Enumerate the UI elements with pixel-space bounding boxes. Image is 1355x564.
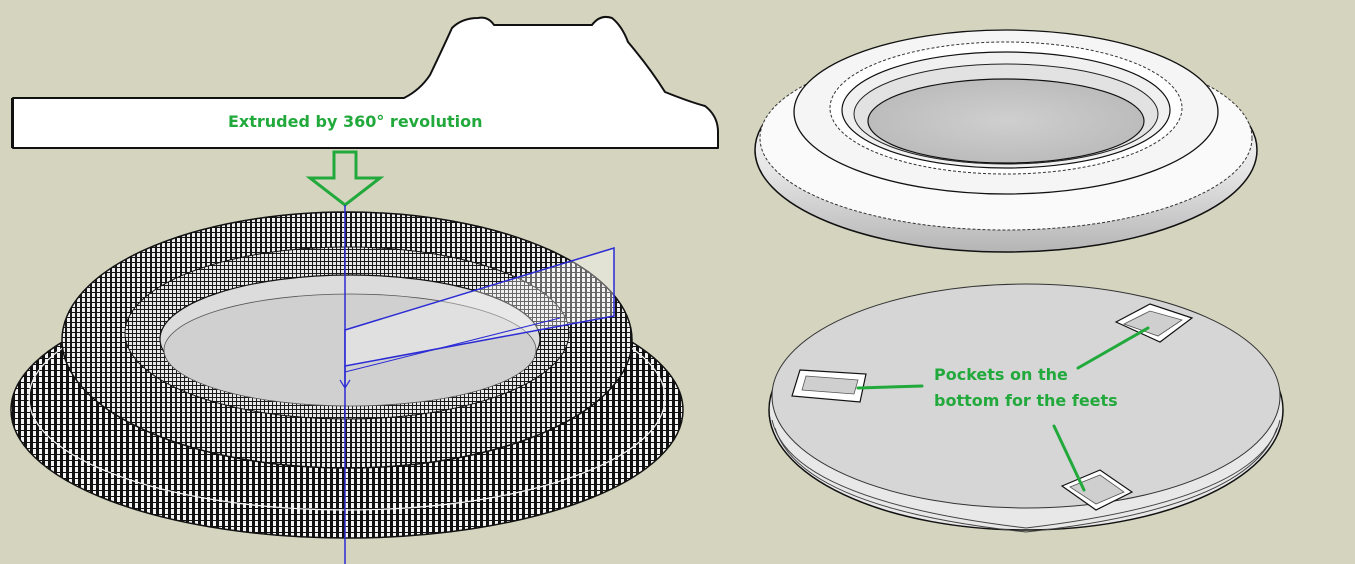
pockets-annotation: Pockets on the bottom for the feets [934, 362, 1118, 414]
leader-line-left [856, 384, 924, 390]
profile-outline [11, 15, 719, 149]
leader-line-bottom [1052, 424, 1086, 492]
shaded-ring-top [754, 29, 1258, 253]
pockets-annotation-line-1: Pockets on the [934, 365, 1068, 384]
leader-lines [856, 326, 1150, 492]
revolution-axis [339, 205, 615, 564]
pockets-annotation-line-2: bottom for the feets [934, 391, 1118, 410]
wireframe-ring [10, 211, 684, 539]
leader-line-right [1076, 326, 1150, 370]
pocket-left [791, 369, 867, 403]
bottom-disc [768, 283, 1284, 533]
pocket-right [1114, 303, 1194, 343]
down-arrow-icon [305, 150, 385, 207]
extrude-annotation: Extruded by 360° revolution [228, 112, 483, 131]
